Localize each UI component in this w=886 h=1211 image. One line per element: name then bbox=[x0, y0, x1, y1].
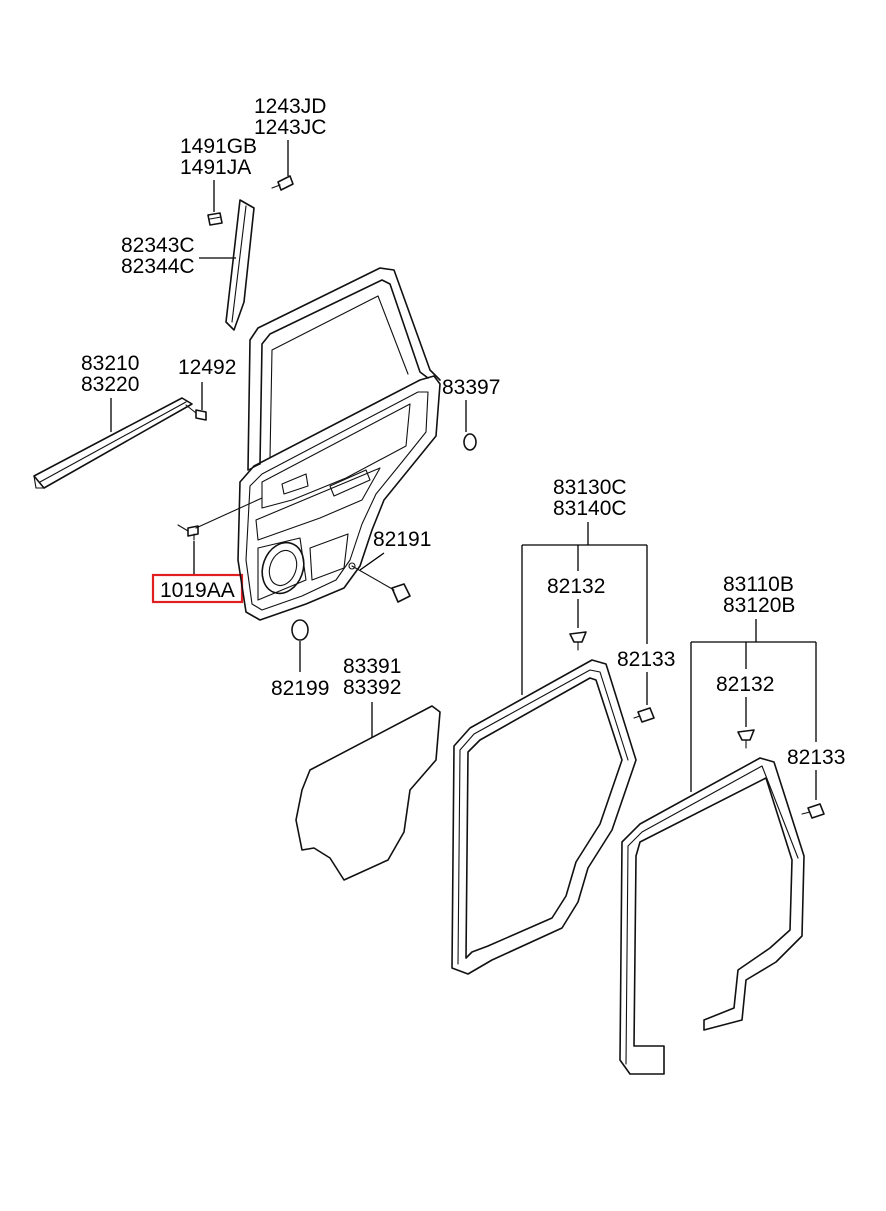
label-82132-front[interactable]: 82132 bbox=[547, 575, 605, 598]
plug-82199 bbox=[291, 619, 309, 641]
label-1491gb[interactable]: 1491GB bbox=[180, 135, 257, 158]
label-82133-front[interactable]: 82133 bbox=[617, 648, 675, 671]
leader-lines bbox=[110, 140, 817, 800]
label-83397[interactable]: 83397 bbox=[442, 376, 500, 399]
label-82132-rear[interactable]: 82132 bbox=[716, 673, 774, 696]
pillar-garnish-82343c bbox=[225, 199, 255, 331]
label-83210[interactable]: 83210 bbox=[81, 352, 139, 375]
clip-1491gb bbox=[207, 212, 223, 226]
label-83391[interactable]: 83391 bbox=[343, 655, 401, 678]
label-83140c[interactable]: 83140C bbox=[553, 497, 627, 520]
label-12492[interactable]: 12492 bbox=[178, 356, 236, 379]
plug-83397 bbox=[463, 433, 477, 451]
label-1243jd[interactable]: 1243JD bbox=[254, 95, 326, 118]
label-83130c[interactable]: 83130C bbox=[553, 476, 627, 499]
label-82343c[interactable]: 82343C bbox=[121, 234, 195, 257]
front-weatherstrip-83130c bbox=[451, 659, 637, 975]
rear-weatherstrip-83110b bbox=[619, 757, 805, 1075]
label-82344c[interactable]: 82344C bbox=[121, 255, 195, 278]
screw-pointer-line bbox=[195, 497, 263, 529]
grommet-82191 bbox=[348, 562, 411, 603]
label-82133-rear[interactable]: 82133 bbox=[787, 746, 845, 769]
label-82199[interactable]: 82199 bbox=[271, 677, 329, 700]
clip-82133-front bbox=[633, 707, 655, 723]
label-83110b[interactable]: 83110B bbox=[723, 573, 794, 596]
moulding-83210 bbox=[33, 397, 193, 489]
label-83392[interactable]: 83392 bbox=[343, 676, 401, 699]
label-83120b[interactable]: 83120B bbox=[723, 594, 795, 617]
clip-82132-rear bbox=[737, 729, 755, 749]
clip-12492 bbox=[185, 404, 207, 421]
label-1243jc[interactable]: 1243JC bbox=[254, 116, 326, 139]
door-trim-panel bbox=[237, 375, 441, 621]
clip-82133-rear bbox=[801, 803, 825, 819]
label-82191[interactable]: 82191 bbox=[373, 528, 431, 551]
waterproof-film-83391 bbox=[295, 705, 441, 881]
label-83220[interactable]: 83220 bbox=[81, 373, 139, 396]
clip-82132-front bbox=[569, 631, 587, 651]
label-1491ja[interactable]: 1491JA bbox=[180, 156, 251, 179]
door-frame bbox=[247, 267, 441, 471]
screw-1243jd bbox=[271, 175, 294, 191]
label-1019aa[interactable]: 1019AA bbox=[160, 579, 235, 602]
screw-1019aa bbox=[177, 524, 199, 541]
